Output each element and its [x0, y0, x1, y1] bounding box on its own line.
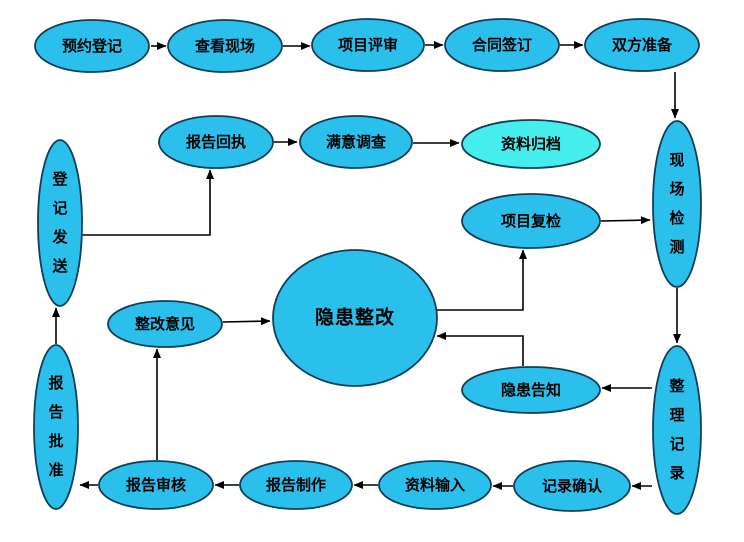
edge-project-recheck-to-onsite-testing — [600, 216, 651, 225]
node-report-approval-label: 报告批准 — [48, 374, 64, 479]
node-report-receipt-label: 报告回执 — [185, 132, 247, 151]
node-satisfaction-survey-label: 满意调查 — [325, 132, 387, 151]
node-registration-dispatch-shape — [37, 139, 83, 307]
node-report-production-shape — [239, 460, 353, 510]
node-report-production-label: 报告制作 — [265, 475, 327, 494]
node-record-organizing-shape — [652, 345, 702, 515]
node-project-recheck-shape — [461, 193, 601, 249]
node-report-review-label: 报告审核 — [125, 475, 187, 494]
edge-group — [52, 41, 681, 490]
node-contract-signing-shape — [444, 18, 560, 72]
node-data-archiving-label: 资料归档 — [500, 134, 562, 153]
node-hazard-notification-label: 隐患告知 — [500, 380, 562, 399]
node-hazard-notification-shape — [461, 366, 601, 414]
node-contract-signing-label: 合同签订 — [471, 35, 533, 54]
edge-hazard-notification-to-hazard-rectification — [436, 332, 524, 366]
node-rectification-opinion-label: 整改意见 — [134, 314, 196, 333]
node-onsite-testing-shape — [652, 120, 702, 288]
edge-rectification-opinion-to-hazard-rectification — [222, 317, 271, 326]
node-report-review-shape — [98, 460, 214, 510]
node-site-survey-shape — [167, 19, 283, 73]
edge-hazard-rectification-to-project-recheck — [436, 249, 527, 311]
node-record-organizing-label: 整理记录 — [669, 377, 685, 482]
node-appointment-registration-shape — [34, 19, 150, 73]
node-onsite-testing-label: 现场检测 — [669, 151, 685, 256]
node-data-entry-label: 资料输入 — [404, 475, 466, 494]
node-both-parties-prepare-shape — [584, 18, 700, 72]
node-group — [33, 18, 702, 515]
node-satisfaction-survey-shape — [299, 115, 413, 169]
node-project-review-shape — [311, 18, 425, 72]
node-report-approval-shape — [33, 344, 79, 510]
node-hazard-rectification-label: 隐患整改 — [314, 306, 396, 329]
node-registration-dispatch-label: 登记发送 — [52, 170, 68, 275]
node-project-recheck-label: 项目复检 — [500, 211, 562, 230]
node-data-entry-shape — [378, 460, 492, 510]
node-report-receipt-shape — [158, 115, 274, 169]
node-record-confirmation-label: 记录确认 — [541, 476, 603, 495]
node-both-parties-prepare-label: 双方准备 — [611, 35, 673, 54]
node-data-archiving-shape — [461, 119, 601, 169]
node-rectification-opinion-shape — [107, 300, 223, 348]
node-site-survey-label: 查看现场 — [194, 36, 256, 55]
node-appointment-registration-label: 预约登记 — [61, 36, 123, 55]
node-hazard-rectification-shape — [272, 249, 438, 387]
edge-registration-dispatch-to-report-receipt — [82, 169, 214, 236]
node-record-confirmation-shape — [513, 460, 631, 512]
node-project-review-label: 项目评审 — [337, 35, 399, 54]
